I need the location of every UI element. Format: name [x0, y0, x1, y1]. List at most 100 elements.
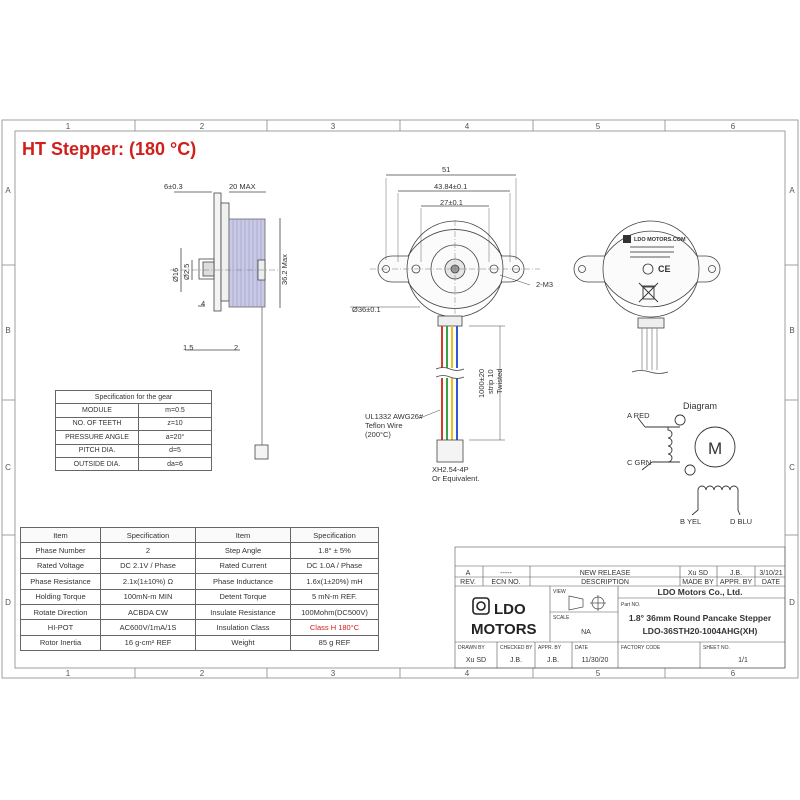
col-label-bottom: 4 — [465, 669, 470, 678]
spec-value: 16 g-cm² REF — [100, 634, 196, 652]
col-label-top: 6 — [731, 122, 736, 131]
gear-value: m=0.5 — [138, 403, 212, 418]
col-label-top: 3 — [331, 122, 336, 131]
motor-label: M — [708, 439, 722, 458]
spec-value: DC 1.0A / Phase — [290, 557, 379, 575]
gear-param: OUTSIDE DIA. — [55, 456, 139, 472]
spec-item: Rated Current — [195, 557, 291, 575]
ecn-header: ECN NO. — [491, 579, 520, 586]
spec-item: Holding Torque — [20, 588, 101, 605]
col-label-bottom: 6 — [731, 669, 736, 678]
appr-by-value: J.B. — [730, 570, 742, 577]
connector — [254, 444, 269, 460]
side-view — [170, 191, 281, 460]
rev-header: REV. — [460, 579, 476, 586]
gear-param: NO. OF TEETH — [55, 416, 139, 432]
scale-value: NA — [581, 629, 591, 636]
footer-header: APPR. BY — [538, 645, 562, 651]
col-label-top: 4 — [465, 122, 470, 131]
back-label: LDO MOTORS.COM CE — [623, 235, 686, 303]
spec-value: AC600V/1mA/1S — [100, 619, 196, 636]
diagram-title: Diagram — [683, 401, 717, 411]
spec-value: ACBDA CW — [100, 603, 196, 621]
view-label: VIEW — [553, 589, 566, 595]
xh-connector — [436, 439, 464, 463]
dim-label: 20 MAX — [229, 182, 256, 191]
spec-item: Rotor Inertia — [20, 634, 101, 652]
col-label-bottom: 1 — [66, 669, 71, 678]
ldo-logo-icon — [472, 597, 490, 615]
spec-value: 5 mN-m REF. — [290, 588, 379, 605]
dim-label: 1.5 — [183, 343, 193, 352]
column-header: Item — [20, 526, 101, 544]
gear-value: a=20° — [138, 430, 212, 445]
dim-label: 27±0.1 — [440, 198, 463, 207]
wiring-labels: Diagram M A RED C GRN B YEL D BLU — [627, 401, 752, 526]
column-header: Specification — [290, 526, 379, 544]
spec-item: Insulate Resistance — [195, 603, 291, 621]
col-label-top: 2 — [200, 122, 205, 131]
wire-note: (200°C) — [365, 430, 391, 439]
row-label-right: D — [789, 598, 795, 607]
motor-spec-table: Item Specification Item Specification Ph… — [20, 526, 379, 652]
side-view-dims: 6±0.3 20 MAX Ø16 Ø2.5 36.2 Max 4 1.5 2 — [164, 182, 289, 352]
front-view-dims: 51 43.84±0.1 27±0.1 2-M3 Ø36±0.1 1000±20… — [352, 165, 553, 483]
dim-label: Ø36±0.1 — [352, 305, 381, 314]
spec-item: Step Angle — [195, 542, 291, 559]
wire-note: UL1332 AWG26# — [365, 412, 424, 421]
ul-mark-icon — [642, 263, 654, 275]
row-label-right: C — [789, 463, 795, 472]
col-label-bottom: 3 — [331, 669, 336, 678]
title-block-text: A ----- NEW RELEASE Xu SD J.B. 3/10/21 R… — [458, 570, 783, 664]
wiring-diagram — [637, 414, 741, 516]
motor-symbol — [694, 426, 736, 468]
spec-item: Weight — [195, 634, 291, 652]
scale-label: SCALE — [553, 615, 570, 621]
spec-item: Phase Number — [20, 542, 101, 559]
row-label-right: A — [789, 186, 795, 195]
dim-label: 43.84±0.1 — [434, 182, 467, 191]
table-row: OUTSIDE DIA.da=6 — [55, 456, 212, 472]
dim-label: Ø2.5 — [182, 264, 191, 280]
part-name: 1.8° 36mm Round Pancake Stepper — [629, 613, 772, 623]
spec-value-highlight: Class H 180°C — [290, 619, 379, 636]
column-header: Specification — [100, 526, 196, 544]
row-label-left: A — [5, 186, 11, 195]
col-label-top: 1 — [66, 122, 71, 131]
spec-value: 2 — [100, 542, 196, 559]
spec-item: Rated Voltage — [20, 557, 101, 575]
spec-value: 85 g REF — [290, 634, 379, 652]
dim-label: 6±0.3 — [164, 182, 183, 191]
wire-label-a: A RED — [627, 411, 650, 420]
wire-label-c: C GRN — [627, 458, 651, 467]
dim-label: 2-M3 — [536, 280, 553, 289]
spec-value: 1.8° ± 5% — [290, 542, 379, 559]
sheet-no-value: 1/1 — [738, 657, 748, 664]
gear-value: z=10 — [138, 416, 212, 432]
spec-value: 2.1x(1±10%) Ω — [100, 573, 196, 590]
made-by-value: Xu SD — [688, 570, 708, 577]
lead-wires — [441, 326, 458, 440]
column-header: Item — [195, 526, 291, 544]
drawn-by-value: Xu SD — [466, 657, 486, 664]
gear-value: d=5 — [138, 443, 212, 458]
connector-note: Or Equivalent. — [432, 474, 480, 483]
spec-item: HI-POT — [20, 619, 101, 636]
connector-note: XH2.54-4P — [432, 465, 469, 474]
rev-value: A — [466, 570, 471, 577]
date-header: DATE — [762, 579, 780, 586]
footer-header: DATE — [575, 645, 589, 651]
company-name: LDO Motors Co., Ltd. — [658, 587, 743, 597]
dim-label: 1000±20 — [477, 369, 486, 398]
dim-label: 51 — [442, 165, 450, 174]
col-label-bottom: 2 — [200, 669, 205, 678]
row-label-left: D — [5, 598, 11, 607]
coil-b — [697, 485, 739, 491]
date-value: 3/10/21 — [759, 570, 782, 577]
